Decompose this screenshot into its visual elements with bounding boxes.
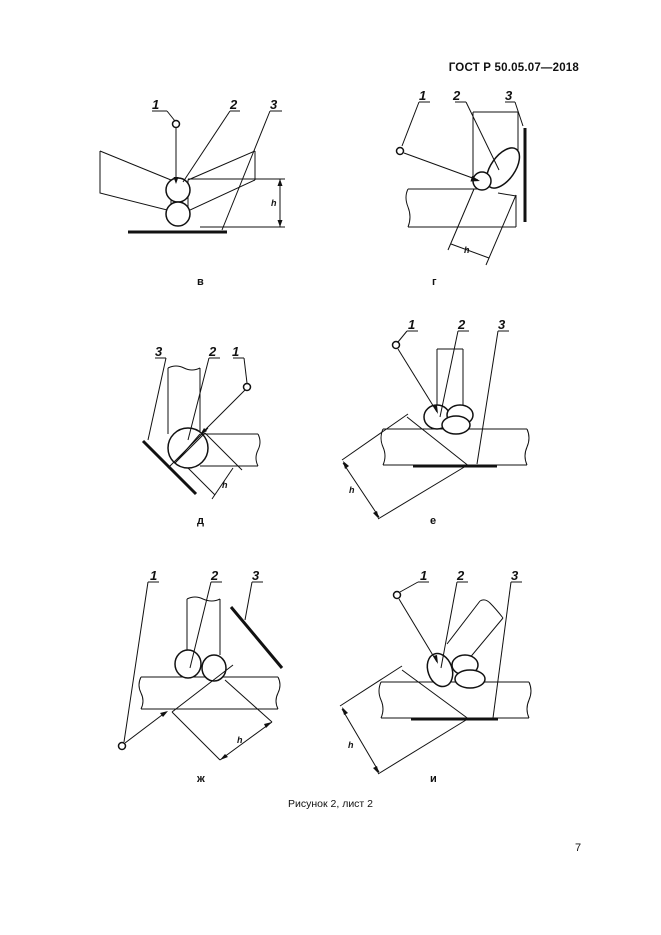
callout-1-e: 1 <box>408 317 415 332</box>
callout-1-i: 1 <box>420 568 427 583</box>
document-header: ГОСТ Р 50.05.07—2018 <box>448 62 579 74</box>
callout-1-g: 1 <box>419 88 426 103</box>
callout-3-g: 3 <box>505 88 513 103</box>
callout-1-zh: 1 <box>150 568 157 583</box>
page-number: 7 <box>575 842 582 854</box>
dimension-h-zh: h <box>237 735 243 745</box>
diagram-g: h 1 2 3 <box>395 88 527 266</box>
diagram-i: h 1 2 3 <box>339 568 532 775</box>
callout-3-i: 3 <box>511 568 519 583</box>
diagram-zh: h 1 2 3 <box>117 568 284 761</box>
diagram-e: h 1 2 3 <box>341 317 530 520</box>
subfigure-label-zh: ж <box>197 773 205 785</box>
callout-1-v: 1 <box>152 97 159 112</box>
dimension-h-v: h <box>271 198 277 208</box>
callout-3-zh: 3 <box>252 568 260 583</box>
diagram-v: h 1 2 3 <box>99 97 285 234</box>
dimension-h-i: h <box>348 740 354 750</box>
callout-3-d: 3 <box>155 344 163 359</box>
dimension-h-d: h <box>222 480 228 490</box>
callout-3-v: 3 <box>270 97 278 112</box>
subfigure-label-d: д <box>197 515 204 527</box>
callout-2-zh: 2 <box>210 568 219 583</box>
callout-2-d: 2 <box>208 344 217 359</box>
diagram-d: h 1 2 3 <box>141 344 261 500</box>
callout-2-e: 2 <box>457 317 466 332</box>
callout-2-i: 2 <box>456 568 465 583</box>
callout-1-d: 1 <box>232 344 239 359</box>
subfigure-label-v: в <box>197 276 204 288</box>
subfigure-label-e: е <box>430 515 437 527</box>
dimension-h-g: h <box>464 245 470 255</box>
dimension-h-e: h <box>349 485 355 495</box>
subfigure-label-i: и <box>430 773 437 785</box>
callout-2-g: 2 <box>452 88 461 103</box>
callout-2-v: 2 <box>229 97 238 112</box>
callout-3-e: 3 <box>498 317 506 332</box>
subfigure-label-g: г <box>432 276 437 288</box>
figure-caption: Рисунок 2, лист 2 <box>288 798 373 810</box>
